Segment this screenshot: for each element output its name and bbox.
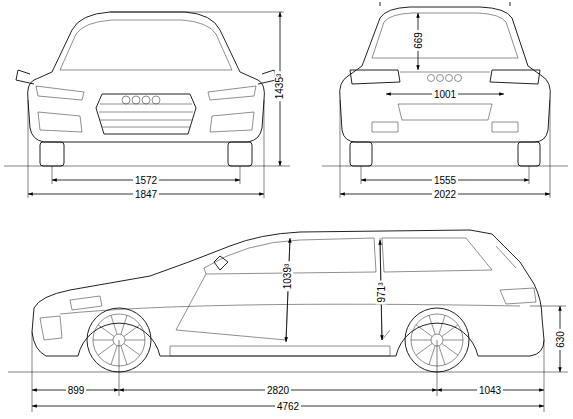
wheel-spoke (439, 346, 445, 365)
wheel-spoke (429, 315, 435, 334)
wheel-spoke (125, 340, 145, 341)
dimension-label: 971³ (375, 280, 386, 304)
front-view (16, 12, 276, 166)
wheel-spoke (98, 344, 114, 356)
dimension-label: 1001 (432, 89, 458, 100)
dimension-label: 4762 (275, 401, 301, 412)
dimension-label: 1043 (477, 385, 503, 396)
dimension-label: 630 (555, 329, 566, 350)
wheel-spoke (416, 325, 432, 337)
wheel-spoke (121, 346, 127, 365)
wheel-spoke (442, 344, 458, 356)
dimension-label: 2820 (265, 385, 291, 396)
wheel-spoke (443, 340, 463, 341)
wheel-spoke (429, 346, 435, 365)
dimension-label: 899 (66, 385, 87, 396)
wheel-spoke (124, 344, 140, 356)
wheel-spoke (111, 315, 117, 334)
wheel-spoke (439, 315, 445, 334)
wheel-spoke (442, 325, 458, 337)
wheel-spoke (93, 340, 113, 341)
wheel-spoke (416, 344, 432, 356)
wheel-spoke (411, 340, 431, 341)
dimension-label: 669 (413, 30, 424, 51)
dimension-label: 1847 (133, 189, 159, 200)
dimension-label: 1435³ (274, 71, 285, 101)
rear-view (340, 2, 551, 166)
dimension-label: 1572 (133, 175, 159, 186)
wheel-spoke (124, 325, 140, 337)
dimension-label: 2022 (432, 189, 458, 200)
wheel-spoke (121, 315, 127, 334)
dimension-label: 1555 (432, 175, 458, 186)
wheel-spoke (98, 325, 114, 337)
wheel-spoke (111, 346, 117, 365)
dimension-label: 1039³ (282, 261, 293, 291)
side-view (32, 230, 544, 372)
